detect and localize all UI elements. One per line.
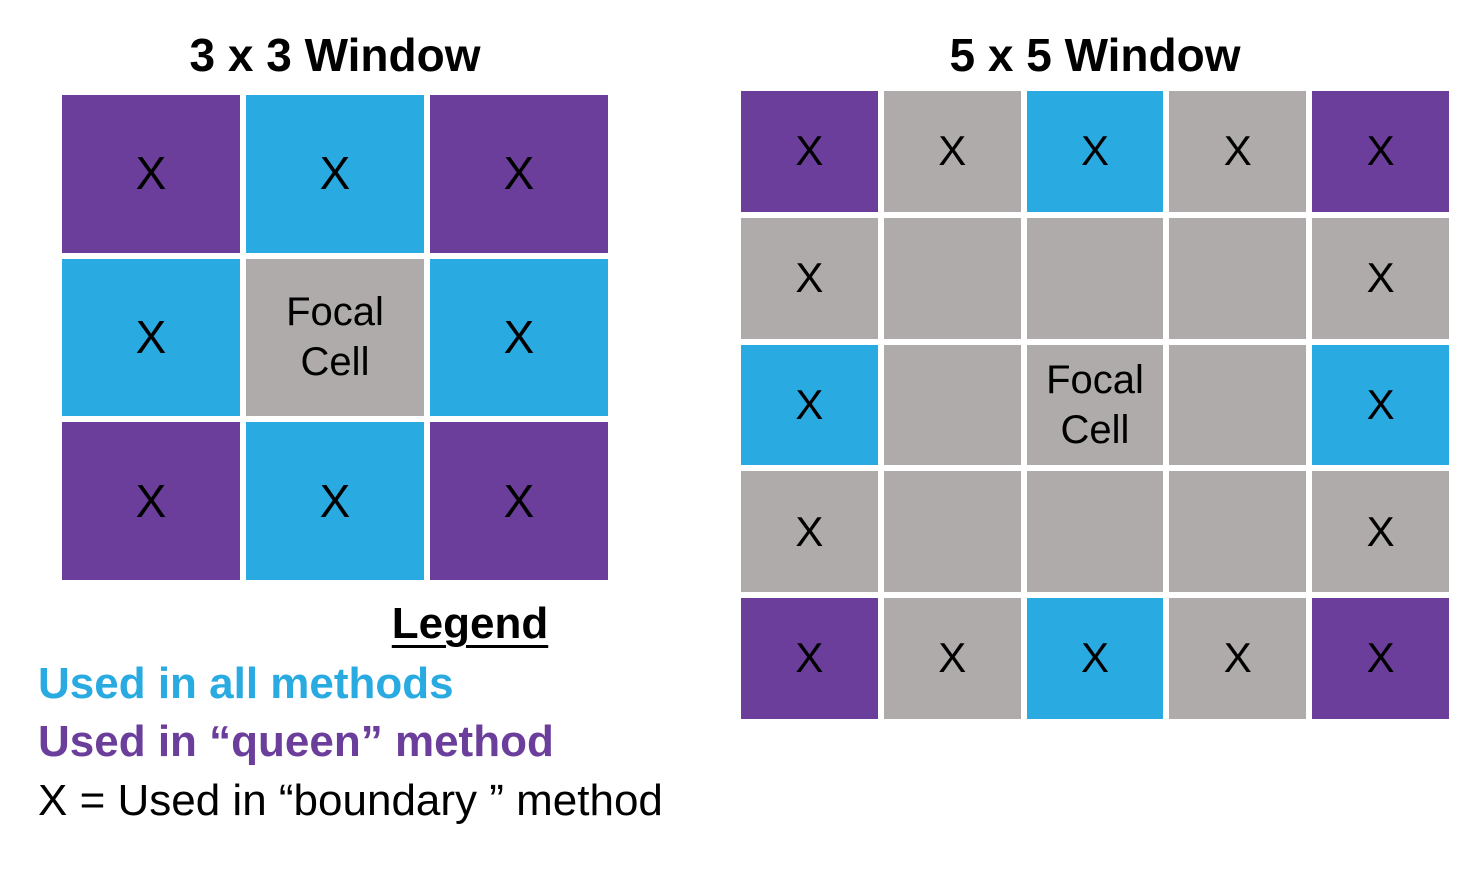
focal-cell: Focal Cell [1026, 344, 1164, 466]
cell-x-label: X [1223, 127, 1252, 175]
grid-cell-r4-c3 [1026, 471, 1164, 593]
grid-cell-r2-c2 [883, 217, 1021, 339]
grid-cell-r3-c1: X [62, 422, 240, 580]
grid-cell-r1-c5: X [1312, 91, 1449, 212]
cell-x-label: X [135, 474, 167, 527]
cell-x-label: X [938, 634, 967, 682]
cell-x-label: X [1366, 254, 1395, 302]
window-3x3-title: 3 x 3 Window [189, 29, 481, 81]
grid-cell-r2-c3 [1026, 217, 1164, 339]
grid-cell-r2-c1: X [741, 217, 878, 339]
cell-x-label: X [1223, 634, 1252, 682]
grid-cell-r4-c5: X [1312, 471, 1449, 593]
cell-x-label: X [503, 147, 535, 200]
cell-x-label: X [135, 147, 167, 200]
grid-cell-r1-c1: X [62, 95, 240, 253]
focal-cell-label: Focal Cell [286, 290, 384, 385]
grid-cell-r3-c5: X [1312, 344, 1449, 466]
grid-cell-r2-c1: X [62, 258, 240, 417]
cell-x-label: X [795, 254, 824, 302]
legend-item-all-methods: Used in all methods [38, 659, 454, 708]
cell-x-label: X [503, 311, 535, 364]
grid-cell-r5-c5: X [1312, 598, 1449, 719]
grid-cell-r1-c3: X [430, 95, 608, 253]
grid-cell-r3-c2 [883, 344, 1021, 466]
grid-cell-r2-c4 [1169, 217, 1307, 339]
cell-x-label: X [795, 634, 824, 682]
cell-x-label: X [319, 147, 351, 200]
grid-cell-r1-c1: X [741, 91, 878, 212]
legend-title: Legend [391, 599, 549, 648]
focal-cell: Focal Cell [246, 258, 424, 417]
grid-cell-r4-c2 [883, 471, 1021, 593]
legend-item-queen-method: Used in “queen” method [38, 717, 554, 766]
cell-x-label: X [795, 380, 824, 428]
grid-cell-r4-c1: X [741, 471, 878, 593]
grid-cell-r3-c1: X [741, 344, 878, 466]
grid-cell-r1-c3: X [1026, 91, 1164, 212]
cell-x-label: X [503, 474, 535, 527]
cell-x-label: X [1366, 127, 1395, 175]
grid-cell-r1-c2: X [246, 95, 424, 253]
cell-x-label: X [1080, 634, 1109, 682]
cell-x-label: X [938, 127, 967, 175]
cell-x-label: X [795, 127, 824, 175]
cell-x-label: X [319, 474, 351, 527]
cell-x-label: X [1366, 507, 1395, 555]
focal-cell-label: Focal Cell [1046, 357, 1144, 452]
window-5x5-title: 5 x 5 Window [949, 29, 1241, 81]
grid-cell-r4-c4 [1169, 471, 1307, 593]
grid-cell-r1-c2: X [883, 91, 1021, 212]
grid-cell-r5-c1: X [741, 598, 878, 719]
grid-cell-r2-c3: X [430, 258, 608, 417]
grid-cell-r5-c3: X [1026, 598, 1164, 719]
grid-cell-r3-c3: X [430, 422, 608, 580]
grid-cell-r3-c4 [1169, 344, 1307, 466]
cell-x-label: X [1366, 634, 1395, 682]
cell-x-label: X [1080, 127, 1109, 175]
grid-cell-r5-c2: X [883, 598, 1021, 719]
cell-x-label: X [795, 507, 824, 555]
grid-cell-r5-c4: X [1169, 598, 1307, 719]
cell-x-label: X [135, 311, 167, 364]
grid-cell-r3-c2: X [246, 422, 424, 580]
cell-x-label: X [1366, 380, 1395, 428]
legend-item-boundary-method: X = Used in “boundary ” method [38, 776, 663, 825]
grid-cell-r1-c4: X [1169, 91, 1307, 212]
grid-cell-r2-c5: X [1312, 217, 1449, 339]
